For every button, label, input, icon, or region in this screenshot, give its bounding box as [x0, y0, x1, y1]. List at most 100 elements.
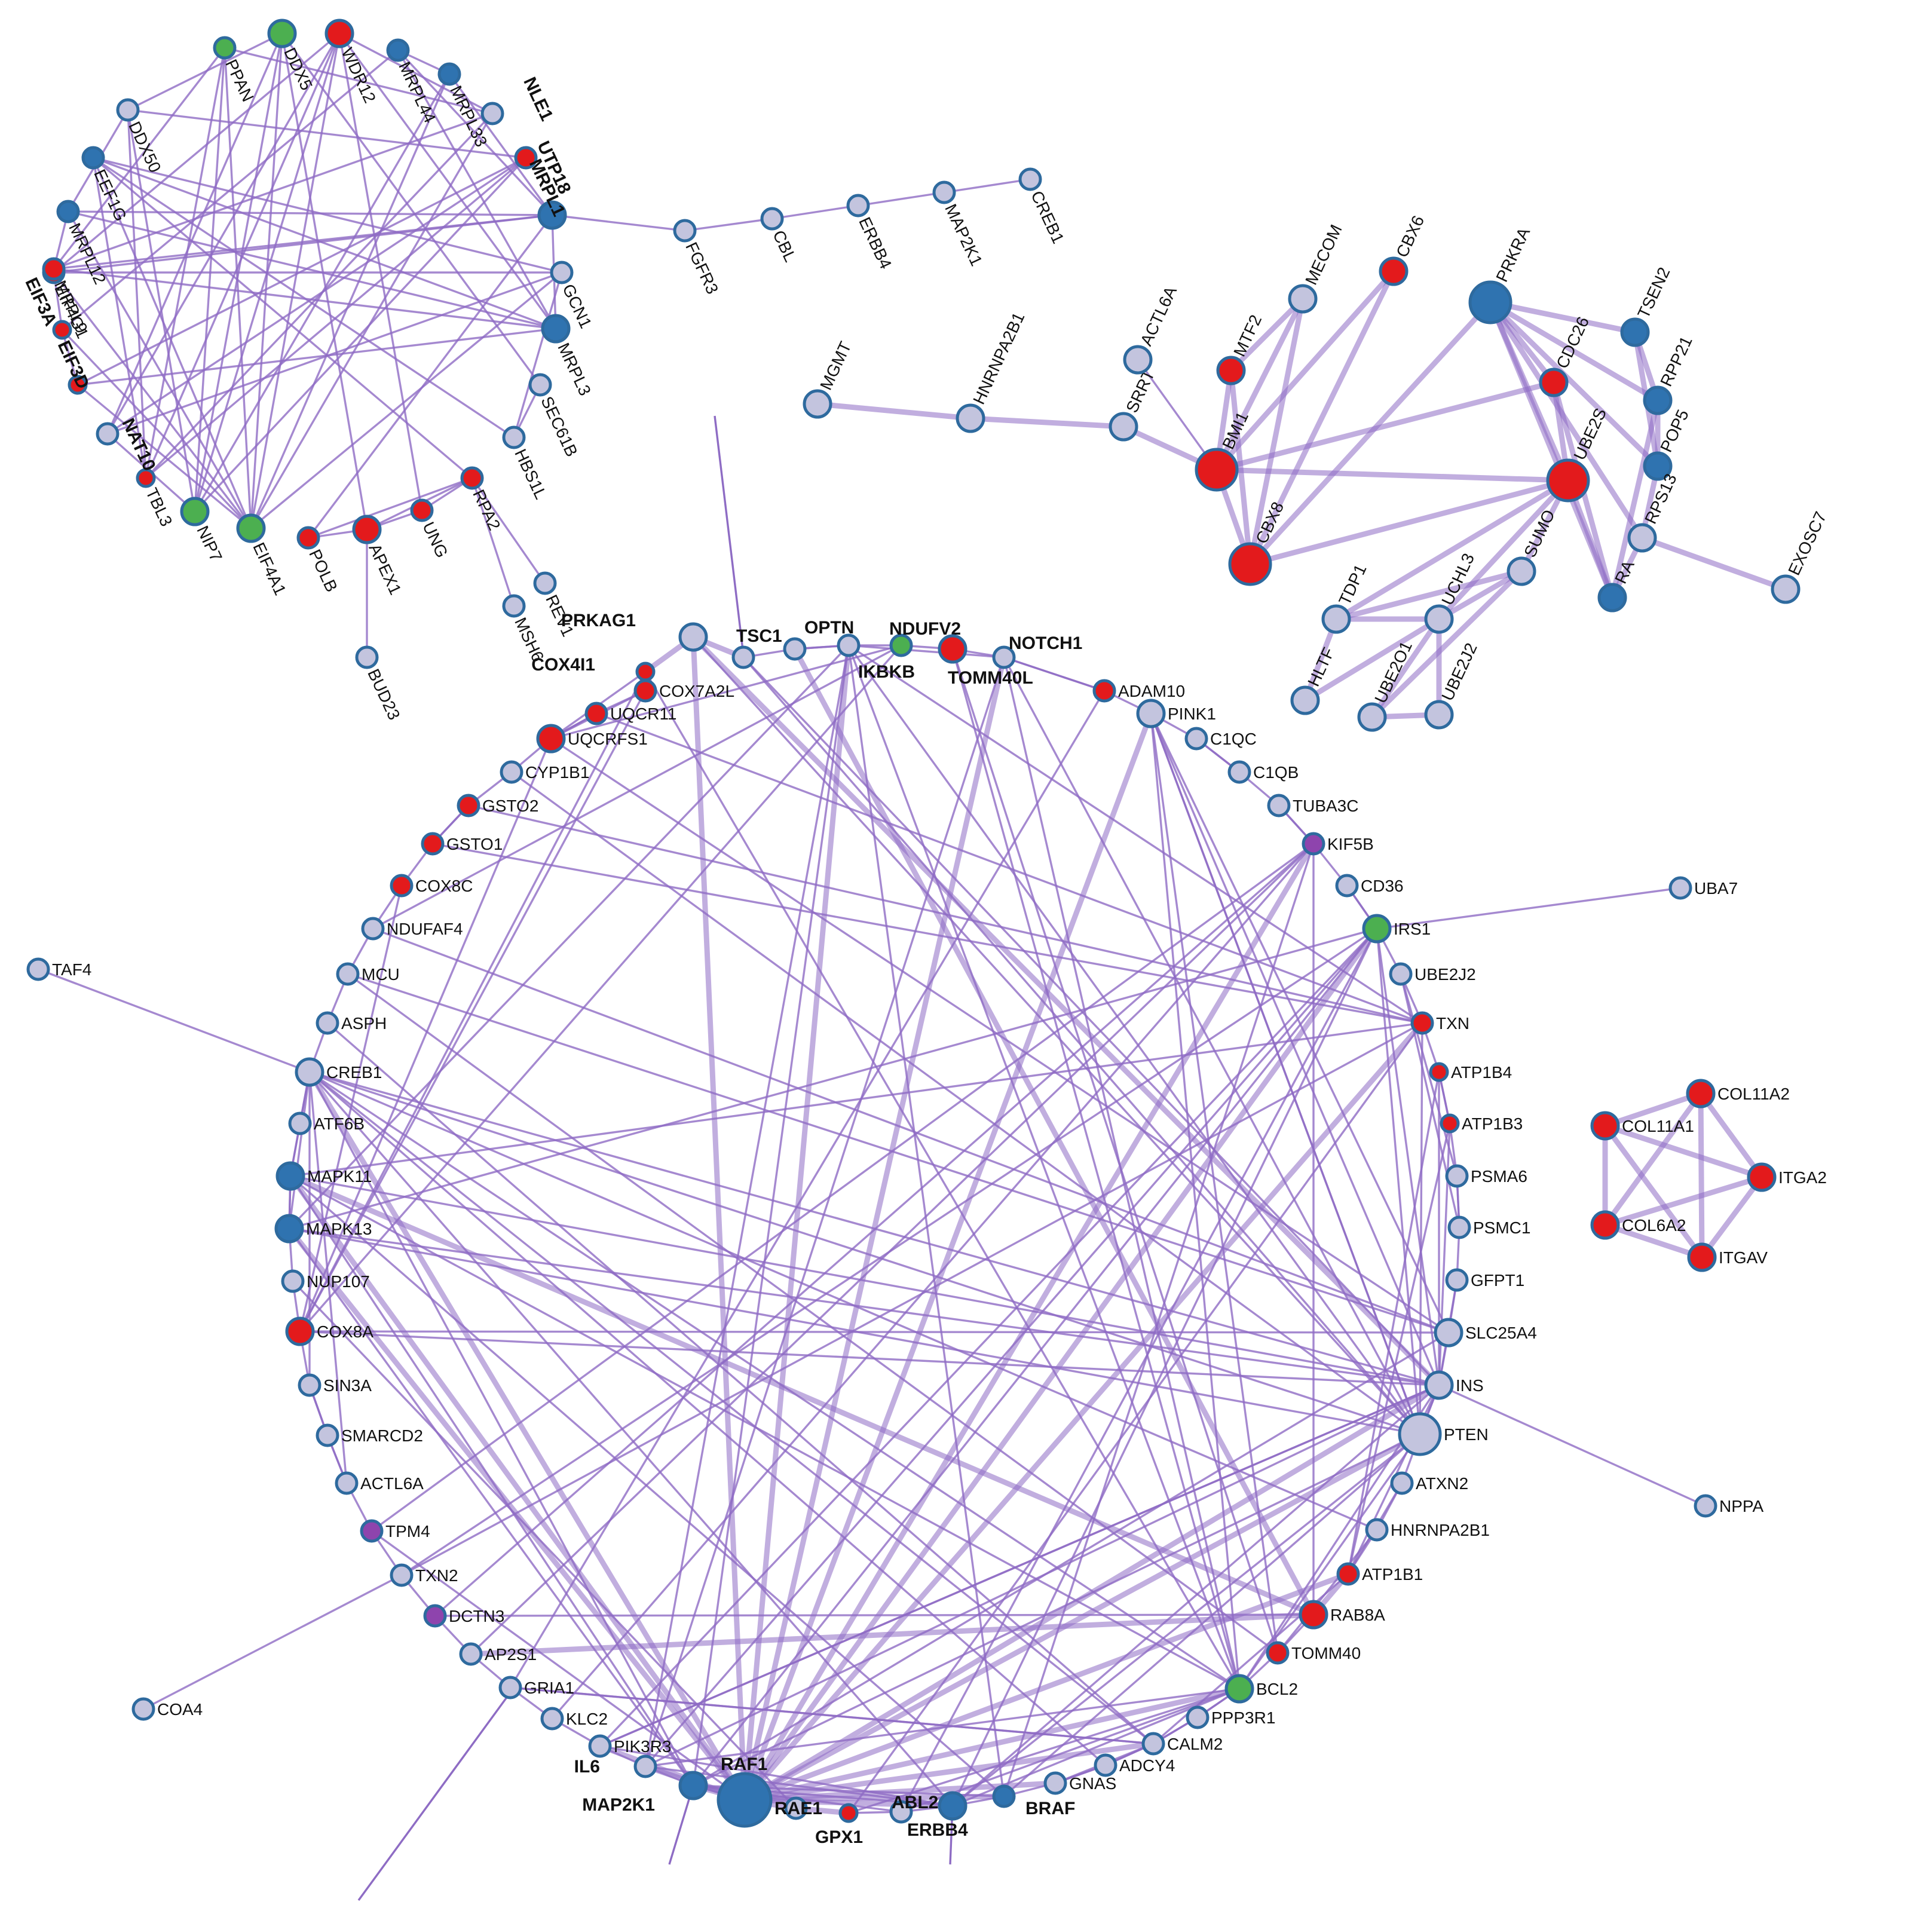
node-ap2s1[interactable]: AP2S1: [459, 1642, 537, 1666]
node-circle[interactable]: [295, 1057, 324, 1087]
node-circle[interactable]: [1445, 1164, 1469, 1188]
node-klc2[interactable]: KLC2: [540, 1707, 608, 1731]
node-circle[interactable]: [1379, 256, 1409, 286]
node-circle[interactable]: [1445, 1268, 1469, 1292]
node-abl2[interactable]: ABL2: [889, 1793, 938, 1824]
node-circle[interactable]: [81, 146, 105, 170]
node-circle[interactable]: [932, 180, 956, 204]
node-map2k1[interactable]: MAP2K1: [582, 1771, 708, 1815]
node-circle[interactable]: [537, 200, 567, 230]
node-braf[interactable]: BRAF: [992, 1784, 1075, 1818]
node-gsto1[interactable]: GSTO1: [421, 832, 503, 856]
node-circle[interactable]: [180, 497, 210, 526]
node-circle[interactable]: [541, 314, 571, 344]
node-circle[interactable]: [1410, 1011, 1434, 1035]
node-map2k1a[interactable]: MAP2K1: [932, 180, 986, 269]
node-circle[interactable]: [1389, 962, 1413, 986]
node-ddx5[interactable]: DDX5: [267, 19, 316, 93]
node-bcl2[interactable]: BCL2: [1224, 1674, 1298, 1704]
node-circle[interactable]: [502, 594, 526, 618]
node-circle[interactable]: [846, 194, 870, 218]
node-circle[interactable]: [213, 36, 237, 60]
node-circle[interactable]: [460, 466, 484, 490]
node-cox4i1[interactable]: COX4I1: [531, 655, 656, 682]
node-circle[interactable]: [1018, 167, 1042, 191]
node-adam10[interactable]: ADAM10: [1092, 679, 1185, 703]
node-circle[interactable]: [1440, 1113, 1460, 1134]
node-circle[interactable]: [498, 1676, 522, 1699]
node-fgfr3[interactable]: FGFR3: [673, 219, 722, 297]
node-circle[interactable]: [236, 513, 266, 543]
node-tuba3c[interactable]: TUBA3C: [1267, 794, 1358, 817]
node-circle[interactable]: [1434, 1318, 1463, 1348]
node-actl6a[interactable]: ACTL6A: [335, 1471, 424, 1495]
node-circle[interactable]: [1302, 832, 1325, 856]
node-nppa[interactable]: NPPA: [1694, 1494, 1763, 1518]
node-circle[interactable]: [1335, 874, 1359, 898]
node-circle[interactable]: [136, 468, 156, 488]
node-uqcrfs1[interactable]: UQCRFS1: [536, 724, 648, 754]
node-circle[interactable]: [1620, 317, 1650, 347]
node-circle[interactable]: [1468, 280, 1512, 324]
node-circle[interactable]: [550, 261, 574, 284]
node-circle[interactable]: [1424, 1370, 1454, 1400]
node-pik3r3[interactable]: PIK3R3: [588, 1734, 672, 1758]
node-circle[interactable]: [355, 645, 379, 669]
node-circle[interactable]: [1136, 699, 1166, 728]
node-circle[interactable]: [1299, 1600, 1328, 1630]
node-col6a2[interactable]: COL6A2: [1590, 1210, 1686, 1240]
node-pten[interactable]: PTEN: [1398, 1412, 1489, 1456]
node-asph[interactable]: ASPH: [316, 1011, 387, 1035]
node-notch1[interactable]: NOTCH1: [992, 633, 1082, 669]
node-circle[interactable]: [281, 1269, 305, 1293]
node-nle1[interactable]: NLE1: [480, 74, 557, 125]
node-polb[interactable]: POLB: [296, 526, 341, 595]
node-circle[interactable]: [52, 320, 72, 340]
node-circle[interactable]: [1643, 385, 1673, 415]
node-erbb4[interactable]: ERBB4: [907, 1791, 968, 1840]
node-circle[interactable]: [56, 200, 80, 223]
node-circle[interactable]: [1357, 702, 1387, 732]
node-circle[interactable]: [803, 389, 832, 419]
node-atxn2[interactable]: ATXN2: [1390, 1471, 1468, 1495]
node-tsen2[interactable]: TSEN2: [1620, 264, 1673, 347]
node-uqcr11[interactable]: UQCR11: [584, 702, 677, 725]
node-circle[interactable]: [116, 98, 140, 122]
node-circle[interactable]: [1290, 685, 1320, 715]
node-ppp3r1[interactable]: PPP3R1: [1186, 1705, 1275, 1729]
node-hbs1l[interactable]: HBS1L: [502, 425, 550, 502]
node-msh6[interactable]: MSH6: [502, 594, 547, 664]
node-nip7[interactable]: NIP7: [180, 497, 226, 565]
node-hltf[interactable]: HLTF: [1290, 645, 1338, 715]
node-nup107[interactable]: NUP107: [281, 1269, 370, 1293]
node-circle[interactable]: [1398, 1412, 1442, 1456]
node-creb1[interactable]: CREB1: [295, 1057, 382, 1087]
node-ikbkb[interactable]: IKBKB: [837, 633, 915, 682]
node-circle[interactable]: [288, 1111, 312, 1135]
node-circle[interactable]: [298, 1373, 322, 1397]
node-circle[interactable]: [784, 1796, 808, 1820]
node-itgav[interactable]: ITGAV: [1687, 1242, 1768, 1272]
node-txn2[interactable]: TXN2: [390, 1563, 458, 1587]
node-ndufv2[interactable]: NDUFV2: [889, 619, 961, 657]
node-col11a2[interactable]: COL11A2: [1686, 1079, 1790, 1108]
node-circle[interactable]: [992, 1784, 1016, 1808]
node-circle[interactable]: [678, 1771, 708, 1800]
node-circle[interactable]: [1694, 1494, 1717, 1518]
node-circle[interactable]: [316, 1423, 339, 1447]
node-circle[interactable]: [26, 957, 50, 981]
node-circle[interactable]: [678, 622, 708, 652]
node-gria1[interactable]: GRIA1: [498, 1676, 574, 1699]
node-circle[interactable]: [956, 403, 985, 433]
node-circle[interactable]: [837, 633, 861, 657]
node-circle[interactable]: [285, 1316, 315, 1346]
node-circle[interactable]: [528, 373, 552, 397]
node-circle[interactable]: [540, 1707, 564, 1731]
node-calm2[interactable]: CALM2: [1141, 1732, 1223, 1756]
node-circle[interactable]: [1266, 1641, 1290, 1665]
node-hnrnpa2b1a[interactable]: HNRNPA2B1: [956, 310, 1028, 433]
node-circle[interactable]: [1336, 1562, 1360, 1586]
node-psma6[interactable]: PSMA6: [1445, 1164, 1527, 1188]
node-rpp21[interactable]: RPP21: [1643, 333, 1696, 415]
node-c1qb[interactable]: C1QB: [1227, 760, 1299, 784]
